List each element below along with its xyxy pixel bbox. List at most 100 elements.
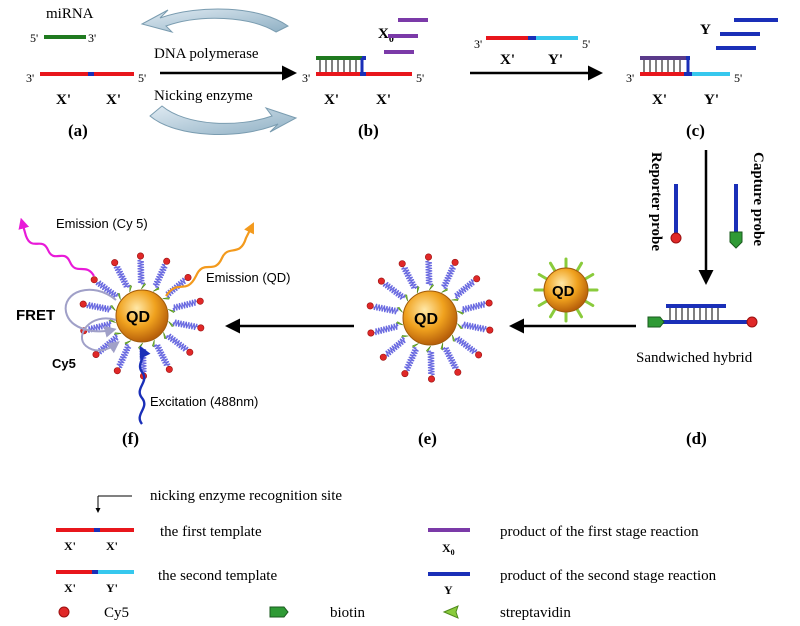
panel-c: Y 3' 5' X' Y' (c)	[626, 18, 778, 140]
legend-cy5-dot	[58, 606, 70, 618]
t2-y: Y'	[548, 52, 563, 68]
fret-arrow-1	[64, 288, 117, 338]
emission-cy5-label: Emission (Cy 5)	[56, 216, 148, 231]
emission-cy5-wave	[18, 217, 95, 277]
panel-label-b: (b)	[358, 121, 379, 140]
f-probe-2	[153, 344, 171, 367]
panel-a: miRNA 5' 3' 3' 5' X' X' (a)	[26, 6, 146, 140]
fret-label: FRET	[16, 307, 55, 324]
e-probe-2	[442, 346, 459, 370]
legend-biotin-icon	[269, 606, 289, 618]
f-cy5-10	[137, 252, 145, 260]
e-streptavidin-7	[396, 306, 403, 313]
f-cy5-4	[113, 367, 121, 375]
capture-biotin-tag	[729, 231, 743, 249]
cycle-arrow-top	[140, 8, 289, 33]
legend-t1-x1: X'	[64, 539, 76, 553]
legend-nick-site: nicking enzyme recognition site	[150, 488, 342, 504]
sqd-streptavidin-5	[537, 299, 549, 307]
template-a-3prime: 3'	[26, 71, 34, 85]
f-streptavidin-12	[162, 296, 171, 300]
c-5prime: 5'	[734, 71, 742, 85]
e-cy5-6	[367, 329, 375, 337]
e-cy5-13	[485, 299, 493, 307]
legend-biotin: biotin	[330, 605, 366, 621]
f-cy5-13	[196, 297, 204, 305]
e-probe-9	[401, 266, 418, 290]
e-probe-0	[461, 321, 487, 333]
e-cy5-3	[427, 375, 435, 383]
b-x2: X'	[376, 92, 391, 108]
f-cy5-5	[92, 350, 100, 358]
f-probe-10	[137, 259, 145, 285]
template-a-5prime: 5'	[138, 71, 146, 85]
e-cy5-5	[379, 353, 387, 361]
e-cy5-12	[473, 275, 481, 283]
f-probe-0	[172, 319, 198, 331]
legend-y-label: Y	[444, 583, 453, 597]
f-streptavidin-6	[108, 319, 116, 323]
streptavidin-qd-label: QD	[552, 283, 575, 300]
streptavidin-qd: QD	[533, 257, 599, 323]
t2-x: X'	[500, 52, 515, 68]
f-cy5-9	[111, 259, 119, 267]
panel-b: X0 3' 5' X' X' (b)	[302, 18, 428, 140]
f-probe-8	[95, 280, 119, 299]
f-probe-6	[87, 320, 112, 333]
hybrid-cy5-dot	[746, 316, 758, 328]
capture-probe-label: Capture probe	[750, 152, 766, 246]
fret-arrow-2	[80, 317, 120, 354]
e-streptavidin-9	[416, 285, 420, 294]
excitation-wave	[138, 345, 151, 425]
e-streptavidin-1	[452, 334, 456, 342]
e-cy5-1	[475, 351, 483, 359]
sqd-streptavidin-7	[537, 273, 549, 281]
template-a-x2: X'	[106, 92, 121, 108]
x0-label: X0	[378, 26, 394, 45]
e-probe-8	[382, 281, 406, 300]
panel-e: QD (e)	[366, 253, 494, 448]
mirna-3prime: 3'	[88, 31, 96, 45]
f-cy5-12	[184, 273, 192, 281]
qd-conjugate-e-label: QD	[414, 311, 438, 328]
f-streptavidin-7	[109, 305, 116, 311]
qd-conjugate-f-core	[115, 289, 169, 343]
legend-x0-label: X0	[442, 541, 455, 557]
mirna-5prime: 5'	[30, 31, 38, 45]
sandwiched-hybrid-label: Sandwiched hybrid	[636, 350, 753, 366]
f-streptavidin-0	[168, 321, 175, 327]
legend-second-template: the second template	[158, 568, 277, 584]
f-probe-13	[172, 299, 197, 312]
e-probe-11	[441, 264, 456, 290]
panel-label-a: (a)	[68, 121, 88, 140]
legend-streptavidin: streptavidin	[500, 605, 571, 621]
c-x: X'	[652, 92, 667, 108]
f-cy5-1	[186, 348, 194, 356]
e-probe-4	[404, 346, 419, 372]
sqd-streptavidin-10	[575, 261, 583, 273]
e-probe-1	[454, 336, 478, 355]
f-probe-1	[165, 333, 189, 352]
e-cy5-0	[486, 326, 494, 334]
e-streptavidin-6	[395, 321, 404, 326]
panel-f: QD Emission (Cy 5) Emission (QD) FRET Cy…	[16, 216, 291, 448]
streptavidin-qd-core	[543, 267, 589, 313]
e-probe-5	[385, 336, 406, 358]
e-streptavidin-13	[456, 310, 465, 315]
e-cy5-10	[424, 253, 432, 261]
b-5prime: 5'	[416, 71, 424, 85]
e-cy5-9	[398, 260, 406, 268]
t2-3prime: 3'	[474, 37, 482, 51]
e-cy5-8	[377, 277, 385, 285]
f-streptavidin-1	[163, 332, 167, 340]
f-cy5-0	[197, 324, 205, 332]
f-streptavidin-9	[129, 284, 132, 293]
e-cy5-2	[454, 368, 462, 376]
legend-first-product: product of the first stage reaction	[500, 524, 699, 540]
e-streptavidin-12	[451, 298, 459, 301]
f-probe-7	[86, 301, 112, 313]
sqd-streptavidin-8	[549, 261, 557, 273]
legend-cy5: Cy5	[104, 605, 129, 621]
